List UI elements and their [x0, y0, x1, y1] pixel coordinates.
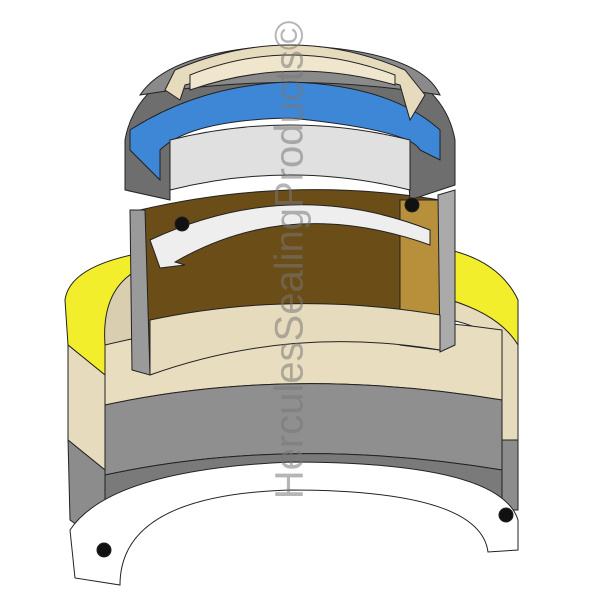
- watermark-text: HerculesSealingProducts©: [267, 20, 312, 500]
- white-backup-ring: [69, 461, 519, 586]
- beige-bearing-ring: [149, 303, 441, 376]
- cylinder-right-wall: [437, 189, 456, 353]
- upper-left-o-ring: [174, 216, 190, 232]
- lower-right-o-ring: [498, 507, 514, 523]
- blue-u-cup-seal: [129, 81, 441, 182]
- upper-right-o-ring: [404, 197, 420, 213]
- beige-top-wiper-inner: [189, 54, 396, 91]
- lower-left-o-ring: [96, 542, 112, 558]
- inner-white-backup-ring: [149, 204, 431, 269]
- right-gray-band: [501, 439, 519, 511]
- white-seal-ring: [169, 124, 411, 191]
